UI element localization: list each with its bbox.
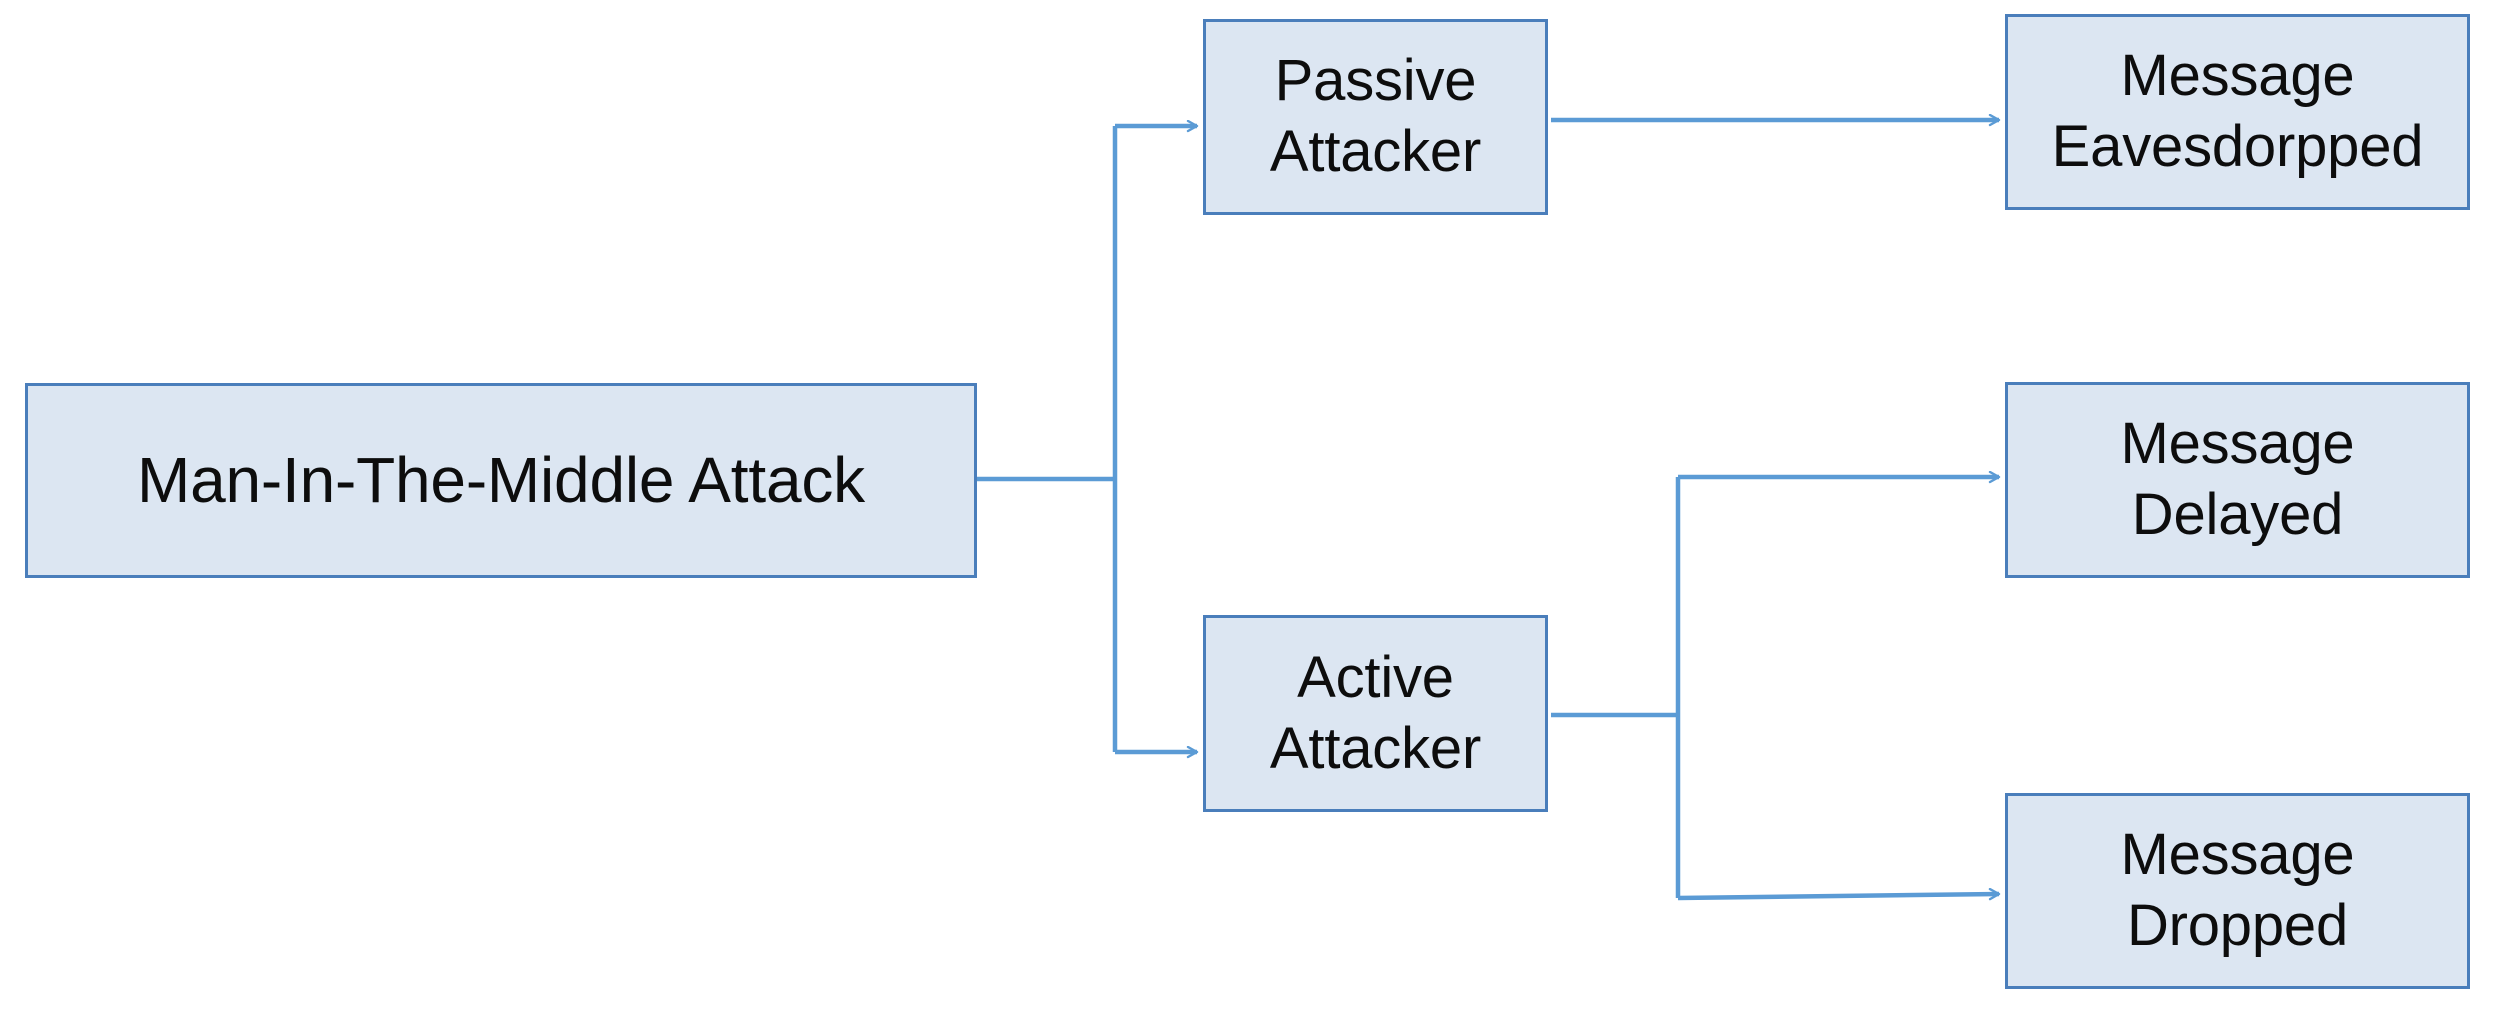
node-message-delayed[interactable]: Message Delayed bbox=[2005, 382, 2470, 578]
node-label-passive-attacker: Passive Attacker bbox=[1269, 48, 1482, 184]
node-active-attacker[interactable]: Active Attacker bbox=[1203, 615, 1548, 812]
node-label-message-dropped: Message Dropped bbox=[2120, 822, 2355, 958]
edge-active-attacker-to-message-dropped bbox=[1677, 894, 1999, 898]
node-label-message-delayed: Message Delayed bbox=[2120, 411, 2355, 547]
node-man-in-the-middle-attack[interactable]: Man-In-The-Middle Attack bbox=[25, 383, 977, 578]
node-message-dropped[interactable]: Message Dropped bbox=[2005, 793, 2470, 989]
node-label-root: Man-In-The-Middle Attack bbox=[137, 444, 865, 517]
node-label-message-eavesdropped: Message Eavesdorpped bbox=[2051, 43, 2424, 179]
node-label-active-attacker: Active Attacker bbox=[1269, 644, 1482, 781]
node-passive-attacker[interactable]: Passive Attacker bbox=[1203, 19, 1548, 215]
edge-active-attacker-stem bbox=[1551, 477, 1681, 898]
node-message-eavesdropped[interactable]: Message Eavesdorpped bbox=[2005, 14, 2470, 210]
